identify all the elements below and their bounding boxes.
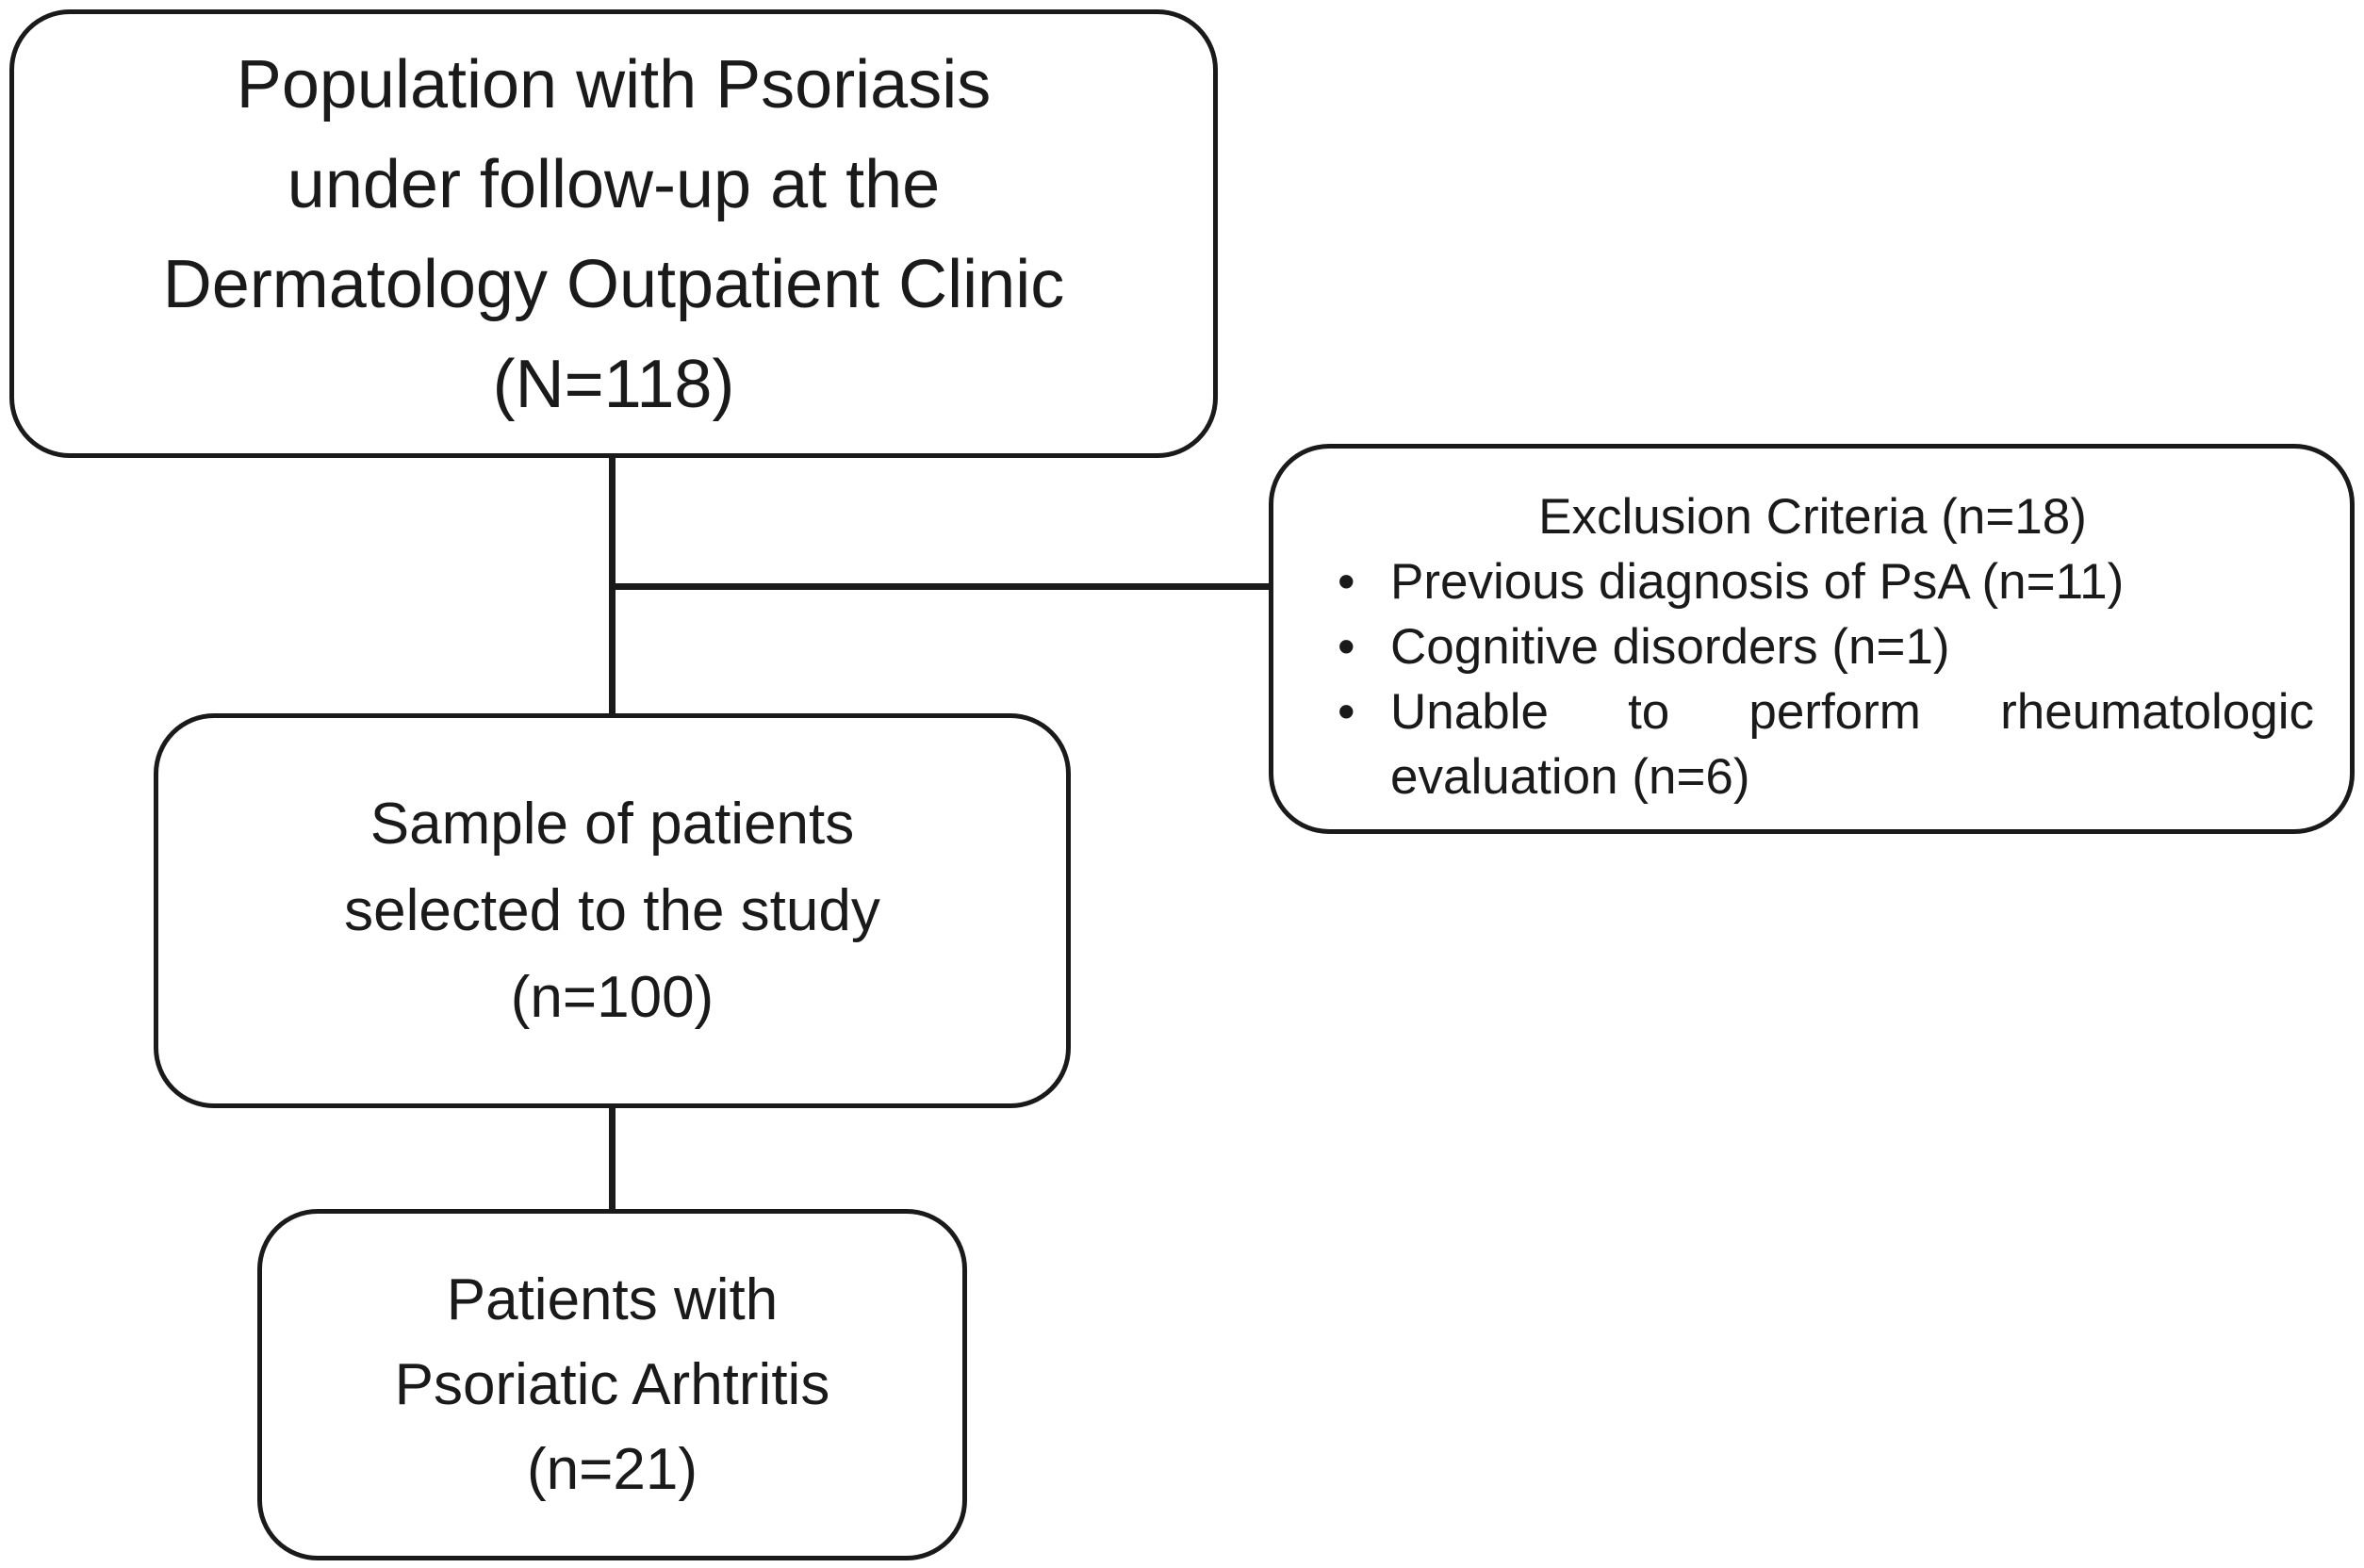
exclusion-criteria-box: Exclusion Criteria (n=18) • Previous dia… <box>1269 444 2355 834</box>
connector-sample-to-psa <box>609 1106 616 1211</box>
exclusion-item-text-line-2: evaluation (n=6) <box>1390 749 1750 805</box>
bullet-icon: • <box>1338 684 1355 740</box>
exclusion-item-text: Previous diagnosis of PsA (n=11) <box>1390 554 2125 610</box>
exclusion-item-text: Cognitive disorders (n=1) <box>1390 619 1950 675</box>
population-count: (N=118) <box>492 347 735 422</box>
connector-to-exclusion <box>609 583 1271 590</box>
exclusion-criteria-title: Exclusion Criteria (n=18) <box>1538 489 2087 545</box>
sample-line-1: Sample of patients <box>369 791 855 857</box>
sample-box: Sample of patients selected to the study… <box>154 713 1071 1108</box>
sample-count: (n=100) <box>510 964 714 1030</box>
exclusion-item-unable-evaluation: • Unable to perform rheumatologic evalua… <box>1307 679 2314 809</box>
exclusion-item-previous-psa: • Previous diagnosis of PsA (n=11) <box>1307 549 2314 614</box>
exclusion-criteria-list: • Previous diagnosis of PsA (n=11) • Cog… <box>1307 549 2314 809</box>
population-line-3: Dermatology Outpatient Clinic <box>162 247 1065 322</box>
population-line-1: Population with Psoriasis <box>236 47 992 122</box>
psa-count: (n=21) <box>527 1436 698 1502</box>
exclusion-item-text-line-1: Unable to perform rheumatologic <box>1390 679 2314 744</box>
word: Unable <box>1390 684 1549 740</box>
sample-line-2: selected to the study <box>344 877 880 943</box>
psa-line-1: Patients with <box>446 1266 779 1332</box>
bullet-icon: • <box>1338 554 1355 610</box>
population-box: Population with Psoriasis under follow-u… <box>9 9 1218 458</box>
psa-line-2: Psoriatic Arhtritis <box>394 1351 830 1417</box>
population-line-2: under follow-up at the <box>287 147 941 222</box>
word: perform <box>1748 684 1921 740</box>
word: to <box>1628 684 1670 740</box>
word: rheumatologic <box>2000 684 2314 740</box>
exclusion-item-cognitive: • Cognitive disorders (n=1) <box>1307 614 2314 679</box>
psoriatic-arthritis-box: Patients with Psoriatic Arhtritis (n=21) <box>257 1209 967 1560</box>
bullet-icon: • <box>1338 619 1355 675</box>
